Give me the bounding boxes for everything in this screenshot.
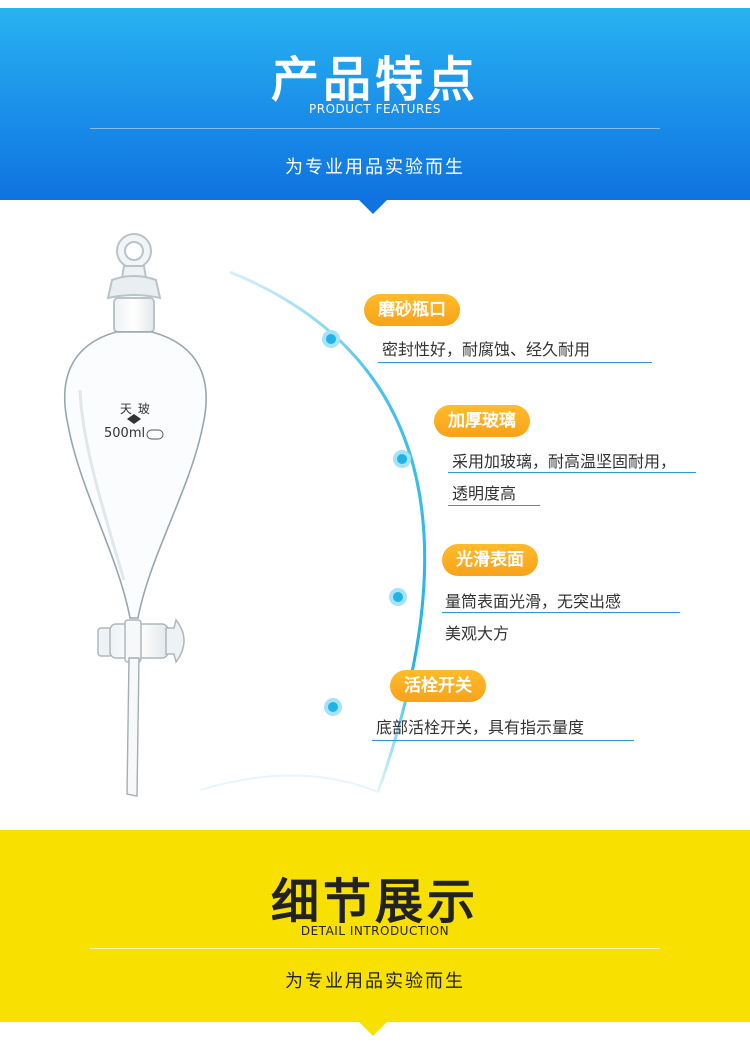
arc-dot [393,450,411,468]
arc-dot [324,698,342,716]
badge-icon [146,429,164,440]
flask-stem [126,657,140,797]
feature-tag-smooth-surface: 光滑表面 [442,544,538,576]
desc-underline [442,612,680,613]
section-title: 产品特点 [270,52,479,108]
section-subtitle-en: PRODUCT FEATURES [309,102,441,116]
section-title: 细节展示 [270,874,479,930]
down-pointer-icon [359,1022,387,1036]
diamond-icon [127,414,141,424]
desc-underline [378,362,652,363]
feature-desc: 采用加玻璃，耐高温坚固耐用， [452,452,677,471]
desc-underline [448,472,696,473]
stopcock [97,618,185,664]
bottom-banner: 细节展示 DETAIL INTRODUCTION 为专业用品实验而生 [0,830,750,1036]
feature-desc: 密封性好，耐腐蚀、经久耐用 [382,340,591,359]
slogan: 为专业用品实验而生 [285,971,465,992]
divider [90,948,660,949]
feature-desc: 底部活栓开关，具有指示量度 [376,718,585,737]
product-features-area: 天 玻 500ml 磨砂瓶口 密封性好，耐腐蚀、经久耐用 加厚玻璃 采用加玻璃，… [0,200,750,830]
feature-desc: 量筒表面光滑，无突出感 [445,592,622,611]
down-pointer-icon [359,200,387,214]
arc-dot [322,330,340,348]
section-subtitle-en: DETAIL INTRODUCTION [300,924,450,938]
desc-underline [372,740,634,741]
stopper [106,233,162,333]
desc-underline [448,505,540,506]
product-illustration [64,233,427,797]
slogan: 为专业用品实验而生 [285,157,465,178]
feature-tag-thick-glass: 加厚玻璃 [434,405,530,437]
feature-desc: 美观大方 [445,624,510,643]
top-banner: 产品特点 PRODUCT FEATURES 为专业用品实验而生 [0,8,750,214]
flask-volume-label: 500ml [104,426,146,441]
feature-desc: 透明度高 [452,484,517,503]
feature-tag-stopcock: 活栓开关 [390,670,486,702]
feature-tag-ground-neck: 磨砂瓶口 [364,294,460,326]
divider [90,128,660,129]
flask-body [64,331,207,619]
arc-dot [389,588,407,606]
flask-brand-label: 天 玻 [120,402,151,416]
